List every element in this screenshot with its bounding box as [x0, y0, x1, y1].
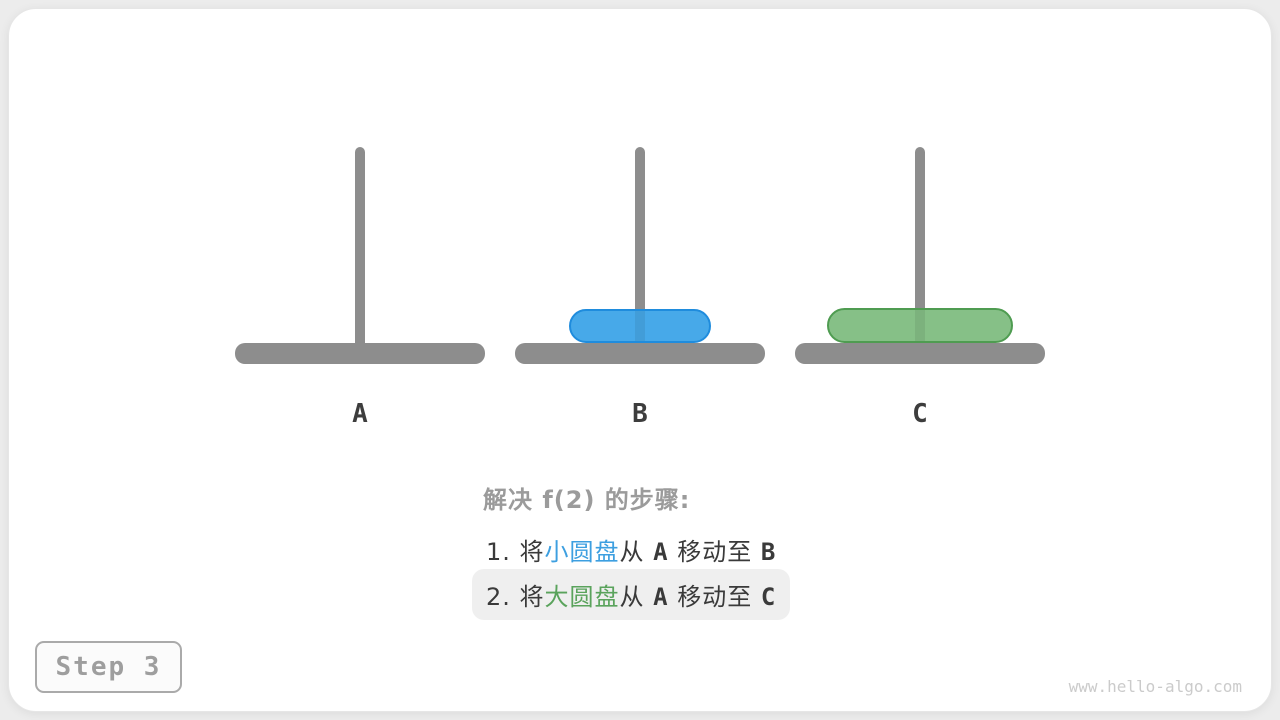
- step-line-2: 2. 将大圆盘从 A 移动至 C: [472, 569, 791, 620]
- peg-a-base: [235, 343, 485, 364]
- peg-a-label: A: [352, 399, 368, 429]
- peg-b-label: B: [632, 399, 648, 429]
- step-text-part: 从: [619, 538, 654, 566]
- peg-b-pole: [635, 147, 645, 353]
- step-text-part: 大圆盘: [544, 583, 620, 611]
- disk-pole-seam: [635, 311, 645, 341]
- step-text-part: B: [760, 538, 777, 566]
- peg-a-pole: [355, 147, 365, 353]
- step-text-part: 从: [619, 583, 654, 611]
- step-text-part: C: [760, 583, 777, 611]
- disk-pole-seam: [915, 310, 925, 341]
- peg-a: A: [235, 147, 485, 437]
- step-text-part: 移动至: [668, 583, 761, 611]
- step-text-part: A: [653, 583, 669, 611]
- peg-c: C: [795, 147, 1045, 437]
- step-text-part: 1. 将: [486, 538, 545, 566]
- watermark-url: www.hello-algo.com: [1068, 677, 1242, 696]
- peg-b-base: [515, 343, 765, 364]
- peg-b-disks: [515, 147, 765, 364]
- step-line-1: 1. 将小圆盘从 A 移动至 B: [472, 524, 790, 575]
- peg-c-base: [795, 343, 1045, 364]
- peg-a-disks: [235, 147, 485, 364]
- step-text-part: 小圆盘: [544, 538, 620, 566]
- peg-c-disks: [795, 147, 1045, 364]
- step-text-part: A: [653, 538, 669, 566]
- step-text-part: 2. 将: [486, 583, 545, 611]
- peg-c-pole: [915, 147, 925, 353]
- caption-title: 解决 f(2) 的步骤:: [483, 486, 691, 514]
- step-badge: Step 3: [35, 641, 182, 693]
- small-disk: [569, 309, 711, 343]
- step-text-part: 移动至: [668, 538, 761, 566]
- peg-c-label: C: [912, 399, 928, 429]
- peg-b: B: [515, 147, 765, 437]
- large-disk: [827, 308, 1013, 343]
